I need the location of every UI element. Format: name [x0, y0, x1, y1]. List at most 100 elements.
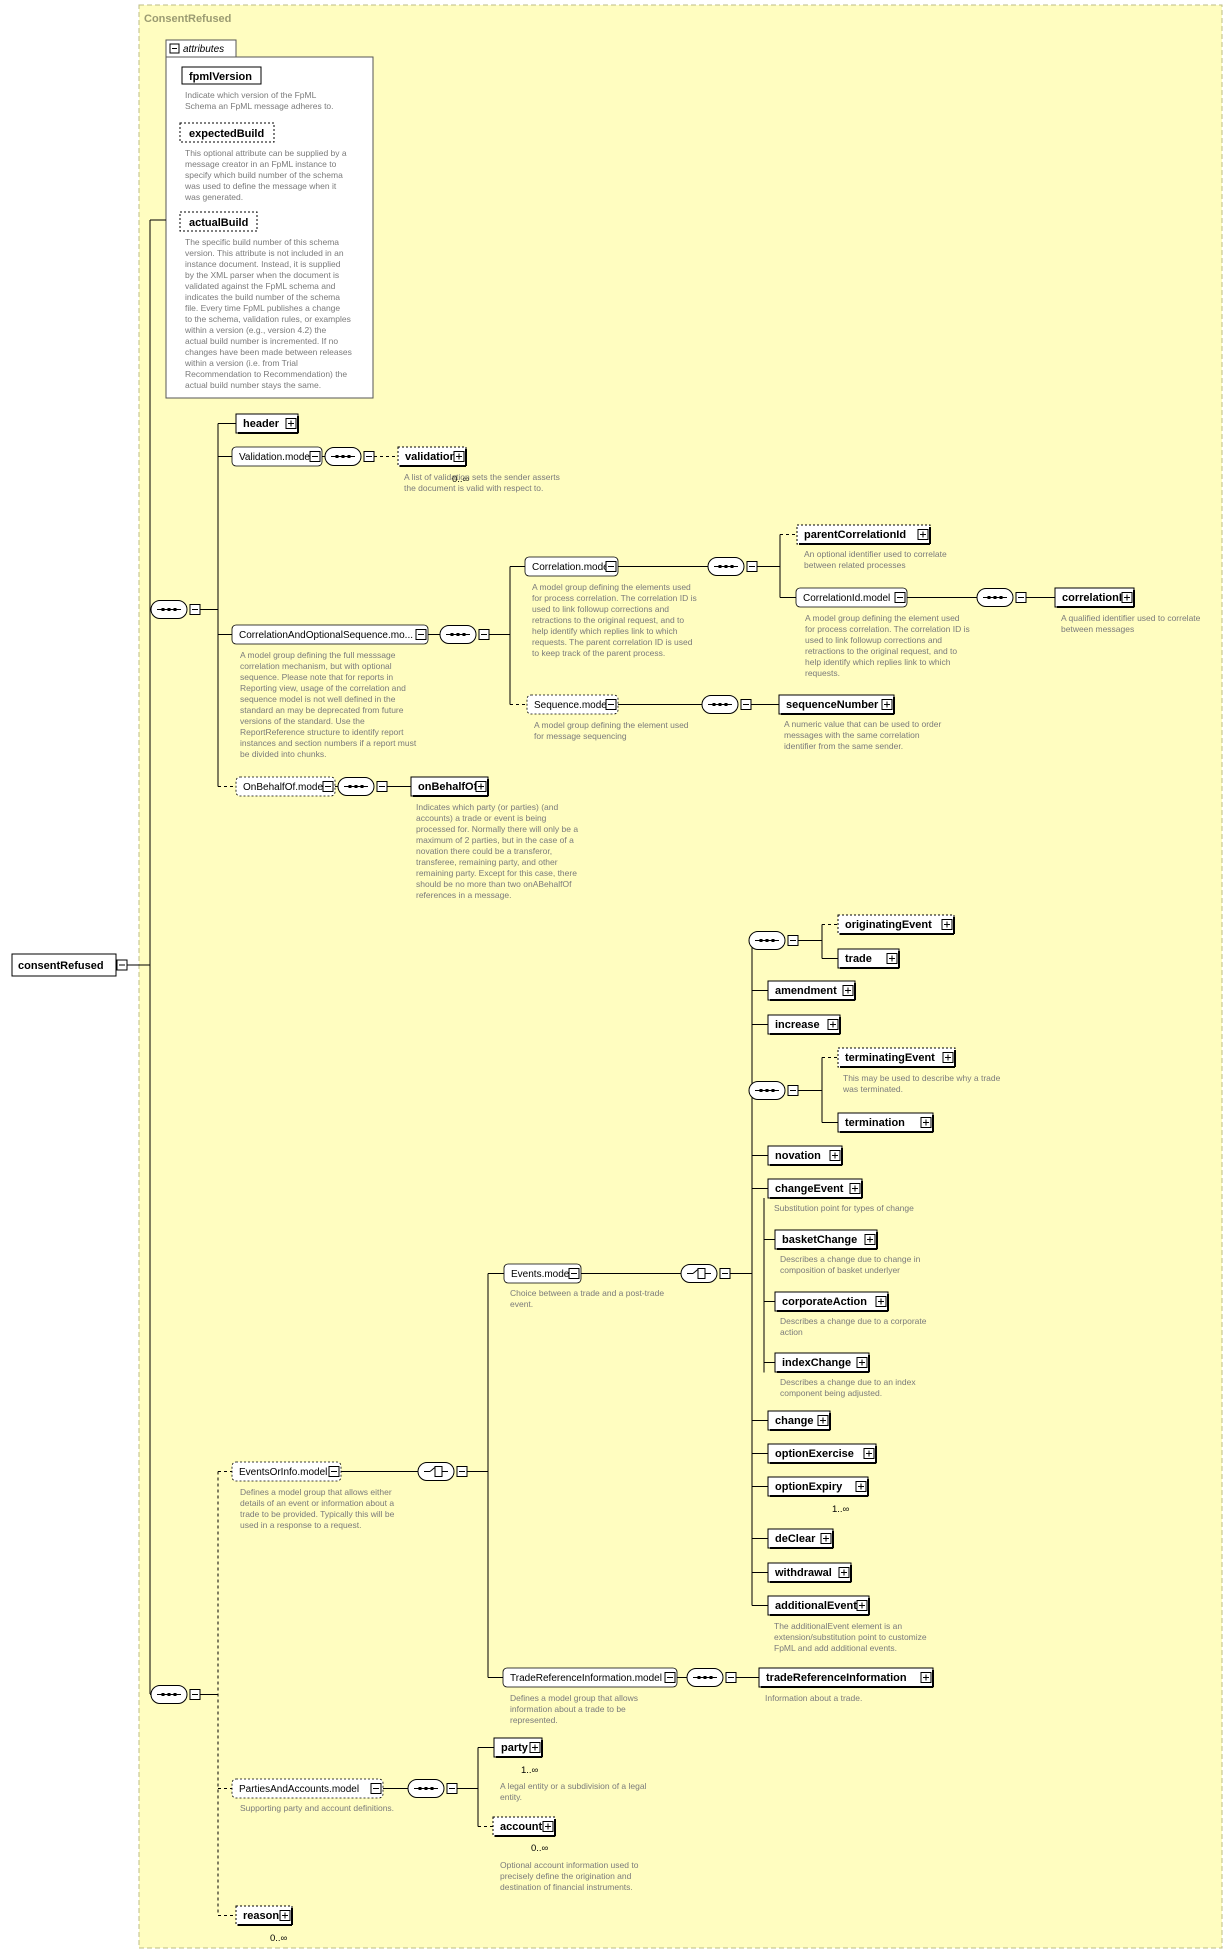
expand-icon[interactable] — [941, 919, 953, 930]
expand-icon[interactable] — [849, 1183, 861, 1194]
expand-icon[interactable] — [817, 1415, 829, 1426]
expand-icon[interactable] — [864, 1234, 876, 1245]
choice-compositor-events[interactable] — [680, 1264, 731, 1283]
doc-line: A model group defining the elements used — [532, 582, 691, 592]
trade-element[interactable]: trade — [837, 948, 900, 969]
withdrawal-element[interactable]: withdrawal — [767, 1562, 852, 1583]
expand-icon[interactable] — [1121, 592, 1133, 603]
sequence-compositor-second[interactable] — [150, 1685, 201, 1704]
sequence-compositor-sequence-model[interactable] — [701, 695, 752, 714]
sequence-compositor-originating[interactable] — [748, 931, 799, 950]
collapse-icon[interactable] — [664, 1672, 676, 1683]
collapse-icon[interactable] — [309, 451, 321, 462]
declear-element[interactable]: deClear — [767, 1528, 834, 1549]
expand-icon[interactable] — [886, 953, 898, 964]
expand-icon[interactable] — [855, 1481, 867, 1492]
change-element[interactable]: change — [767, 1410, 831, 1431]
validation-model-group[interactable]: Validation.model — [231, 446, 323, 467]
sequence-compositor-terminating[interactable] — [748, 1081, 799, 1100]
expand-icon[interactable] — [917, 529, 929, 540]
expand-icon[interactable] — [529, 1742, 541, 1753]
expand-icon[interactable] — [881, 699, 893, 710]
sequence-compositor-correlation[interactable] — [439, 625, 490, 644]
attribute-fpmlversion[interactable] — [181, 66, 262, 85]
termination-element[interactable]: termination — [837, 1112, 934, 1133]
expand-icon[interactable] — [920, 1117, 932, 1128]
doc-line: within a version (e.g., version 4.2) the — [184, 325, 327, 335]
collapse-icon[interactable] — [415, 629, 427, 640]
expand-icon[interactable] — [542, 1821, 554, 1832]
collapse-icon[interactable] — [605, 561, 617, 572]
expand-icon[interactable] — [279, 1910, 291, 1921]
node-label: TradeReferenceInformation.model — [510, 1673, 662, 1684]
attribute-expectedbuild[interactable] — [179, 122, 275, 143]
collapse-icon[interactable] — [568, 1268, 580, 1279]
sequence-compositor-correlation-id[interactable] — [976, 588, 1027, 607]
collapse-icon[interactable] — [894, 592, 906, 603]
expand-icon[interactable] — [820, 1533, 832, 1544]
collapse-icon[interactable] — [370, 1783, 382, 1794]
sequence-compositor-validation[interactable] — [324, 447, 375, 466]
root-element-consentrefused[interactable]: consentRefused — [11, 953, 128, 977]
sequence-compositor-on-behalf[interactable] — [337, 777, 388, 796]
expand-icon[interactable] — [475, 781, 487, 792]
option-exercise-element[interactable]: optionExercise — [767, 1443, 877, 1464]
expand-icon[interactable] — [863, 1448, 875, 1459]
expand-icon[interactable] — [875, 1296, 887, 1307]
doc-line: help identify which replies link to whic… — [532, 626, 678, 636]
collapse-icon[interactable] — [605, 699, 617, 710]
amendment-element[interactable]: amendment — [767, 980, 856, 1001]
expand-icon[interactable] — [827, 1019, 839, 1030]
expand-icon[interactable] — [829, 1150, 841, 1161]
originating-event-element[interactable]: originatingEvent — [837, 914, 955, 935]
collapse-icon[interactable] — [322, 781, 334, 792]
sequence-compositor-trade-ref[interactable] — [686, 1668, 737, 1687]
choice-compositor-events-or-info[interactable] — [417, 1462, 468, 1481]
sequence-compositor-main[interactable] — [150, 600, 201, 619]
on-behalf-model-group[interactable]: OnBehalfOf.model — [235, 776, 336, 797]
corr-opt-seq-group[interactable]: CorrelationAndOptionalSequence.mo...A mo… — [231, 624, 429, 759]
node-label: optionExpiry — [775, 1481, 843, 1493]
expand-icon[interactable] — [842, 985, 854, 996]
doc-line: accounts) a trade or event is being — [416, 813, 547, 823]
expand-icon[interactable] — [856, 1600, 868, 1611]
header-element[interactable]: header — [235, 413, 299, 434]
expand-icon[interactable] — [920, 1672, 932, 1683]
expand-icon[interactable] — [285, 418, 297, 429]
connector-lines — [127, 219, 1055, 1916]
node-label: CorrelationId.model — [803, 593, 890, 604]
collapse-icon[interactable] — [328, 1466, 340, 1477]
expand-icon[interactable] — [453, 451, 465, 462]
attribute-actualbuild[interactable] — [179, 211, 258, 232]
expand-icon[interactable] — [942, 1052, 954, 1063]
expand-icon[interactable] — [838, 1567, 850, 1578]
expand-icon[interactable] — [856, 1357, 868, 1368]
increase-element[interactable]: increase — [767, 1014, 841, 1035]
novation-element[interactable]: novation — [767, 1145, 843, 1166]
sequence-compositor-correlation-model[interactable] — [707, 557, 758, 576]
sequence-compositor-parties[interactable] — [407, 1779, 458, 1798]
